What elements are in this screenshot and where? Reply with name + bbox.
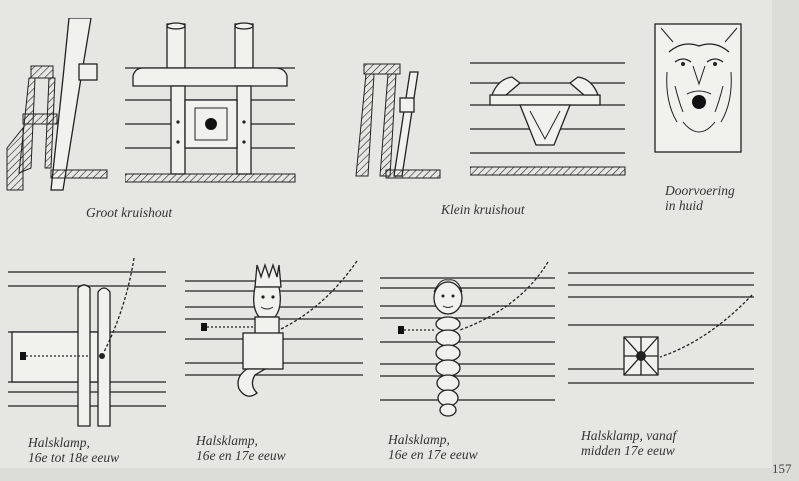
halsklamp-3-figure	[380, 261, 555, 417]
caption-groot-kruishout: Groot kruishout	[86, 205, 173, 220]
halsklamp-2-figure	[185, 260, 363, 397]
caption-klein-kruishout: Klein kruishout	[441, 202, 525, 217]
caption-halsklamp-2: Halsklamp, 16e en 17e eeuw	[196, 433, 286, 463]
halsklamp-1-figure	[8, 258, 166, 427]
page-number: 157	[772, 461, 792, 476]
caption-halsklamp-4: Halsklamp, vanaf midden 17e eeuw	[581, 428, 677, 458]
klein-kruishout-section-figure	[355, 63, 441, 179]
paper-sheet	[0, 0, 772, 468]
groot-kruishout-front-figure	[125, 22, 296, 183]
doorvoering-mask-figure	[654, 23, 742, 153]
halsklamp-4-figure	[568, 272, 754, 384]
caption-halsklamp-3: Halsklamp, 16e en 17e eeuw	[388, 432, 478, 462]
caption-doorvoering: Doorvoering in huid	[665, 183, 735, 213]
klein-kruishout-front-figure	[470, 62, 626, 176]
caption-halsklamp-1: Halsklamp, 16e tot 18e eeuw	[28, 435, 120, 465]
groot-kruishout-section-figure	[6, 18, 108, 191]
